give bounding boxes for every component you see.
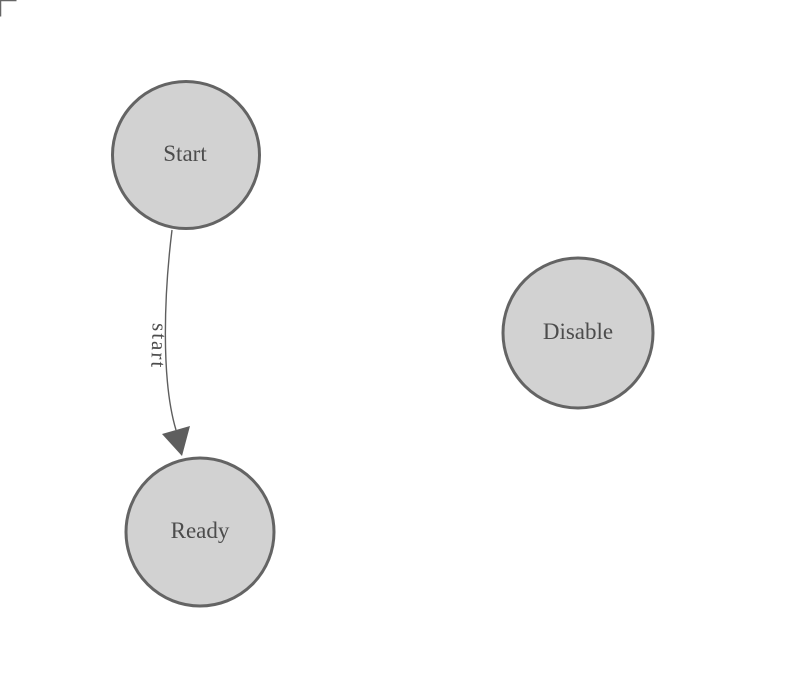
state-node-start[interactable]: Start (111, 80, 261, 230)
edge-label[interactable]: start (146, 323, 172, 370)
edge-start-to-ready[interactable]: start (146, 229, 190, 456)
state-node-ready[interactable]: Ready (124, 456, 276, 608)
state-circle-start[interactable] (111, 80, 261, 230)
state-circle-ready[interactable] (124, 456, 276, 608)
state-label-ready: Ready (171, 518, 230, 543)
edge-arrowhead-icon (162, 426, 190, 456)
state-circle-disable[interactable] (501, 256, 655, 410)
state-label-disable: Disable (543, 319, 613, 344)
edge-path[interactable] (164, 229, 177, 431)
canvas-corner-mark (0, 0, 17, 17)
state-label-start: Start (163, 141, 207, 166)
state-node-disable[interactable]: Disable (501, 256, 655, 410)
